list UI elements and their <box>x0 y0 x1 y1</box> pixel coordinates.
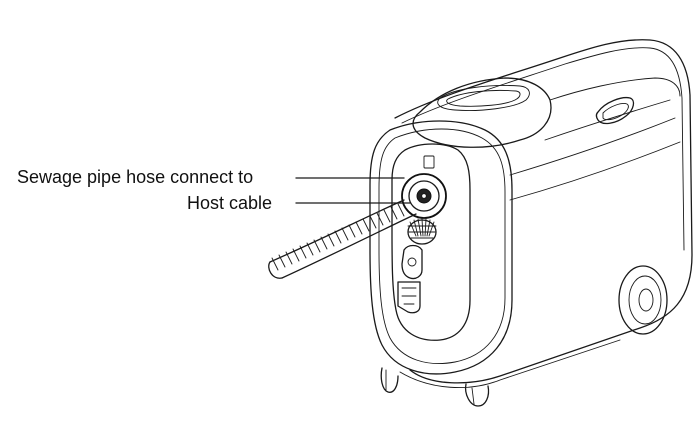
tool-clip <box>401 244 423 280</box>
machine-body-inner-line <box>401 47 685 251</box>
front-panel <box>369 120 513 375</box>
label-host-cable: Host cable <box>187 193 273 213</box>
dock-window <box>391 143 471 341</box>
nozzle-tool-detail <box>401 287 417 305</box>
top-handle-inner <box>446 89 521 107</box>
hose-connector-inner <box>408 180 440 212</box>
body-seam-upper <box>549 77 681 101</box>
body-seam-lower <box>509 141 681 201</box>
front-caster-left <box>380 367 399 393</box>
nozzle-tool <box>397 281 421 314</box>
dock-indicator <box>423 155 435 169</box>
hose-connector-ring <box>401 173 447 219</box>
body-seam-side <box>544 99 671 141</box>
rear-wheel <box>618 265 668 335</box>
base-skirt <box>399 339 621 388</box>
front-caster-right <box>464 383 490 407</box>
machine-body-outline <box>394 39 693 384</box>
top-cover <box>412 77 552 148</box>
tool-clip-hole <box>407 257 417 267</box>
side-handle <box>595 96 635 125</box>
hose-connector-pin <box>420 192 428 200</box>
sewage-hose <box>268 199 417 279</box>
brush-head <box>407 218 437 245</box>
side-handle-inner <box>602 103 629 121</box>
front-panel-bevel <box>378 128 506 364</box>
body-seam-side-2 <box>509 117 676 176</box>
label-sewage-hose: Sewage pipe hose connect to <box>17 167 254 187</box>
top-handle <box>437 85 530 111</box>
